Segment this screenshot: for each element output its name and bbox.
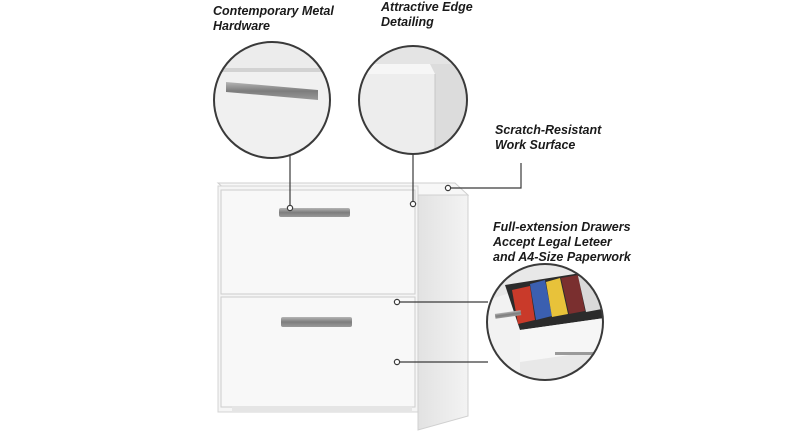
- cabinet-body: [216, 182, 470, 431]
- callout-drawers: Full-extension Drawers Accept Legal Lete…: [493, 220, 631, 265]
- callout-hardware: Contemporary Metal Hardware: [213, 4, 334, 34]
- top-drawer-front: [220, 189, 416, 295]
- cabinet-side: [417, 194, 469, 431]
- cabinet-base: [232, 406, 412, 412]
- callout-lines: [289, 154, 522, 363]
- drawer-magnifier: [486, 263, 604, 381]
- edge-magnifier: [358, 45, 468, 155]
- callout-surface-line1: Scratch-Resistant: [495, 123, 602, 137]
- callout-dots: [286, 184, 452, 366]
- bottom-drawer-front: [220, 296, 416, 408]
- callout-drawers-line2: Accept Legal Leteer: [493, 235, 612, 249]
- callout-hardware-line2: Hardware: [213, 19, 270, 33]
- callout-surface: Scratch-Resistant Work Surface: [495, 123, 601, 153]
- callout-surface-line2: Work Surface: [495, 138, 576, 152]
- callout-drawers-line1: Full-extension Drawers: [493, 220, 631, 234]
- hardware-magnifier: [213, 41, 331, 159]
- callout-edge: Attractive Edge Detailing: [381, 0, 473, 30]
- callout-hardware-line1: Contemporary Metal: [213, 4, 334, 18]
- bottom-drawer-handle: [281, 317, 352, 327]
- callout-edge-line1: Attractive Edge: [381, 0, 473, 14]
- top-drawer-handle: [279, 208, 350, 217]
- callout-drawers-line3: and A4-Size Paperwork: [493, 250, 631, 264]
- callout-edge-line2: Detailing: [381, 15, 434, 29]
- handle-closeup: [226, 82, 318, 100]
